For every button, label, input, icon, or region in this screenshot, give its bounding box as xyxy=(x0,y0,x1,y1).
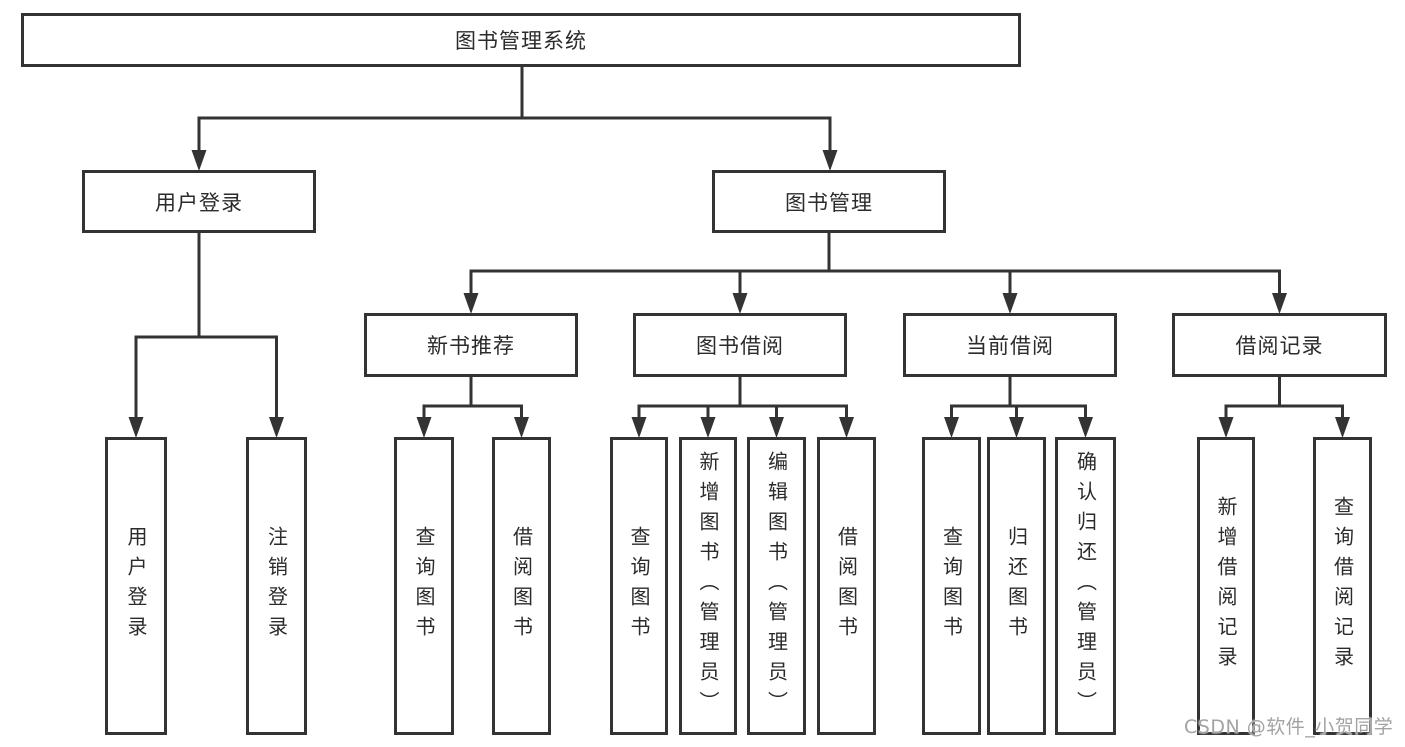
node-library-management-system: 图书管理系统 xyxy=(21,13,1021,67)
leaf-label: 查询图书 xyxy=(627,526,651,646)
leaf-query-borrow-record: 查询借阅记录 xyxy=(1313,437,1372,735)
leaf-borrow-books-borrowing: 借阅图书 xyxy=(817,437,876,735)
arrowhead xyxy=(944,417,959,438)
leaf-label: 确认归还（管理员） xyxy=(1073,451,1098,721)
arrowhead xyxy=(839,417,854,438)
node-new-book-recommendation: 新书推荐 xyxy=(364,313,578,377)
node-label: 图书管理系统 xyxy=(455,29,587,53)
arrowhead xyxy=(700,417,716,438)
node-borrowing-records: 借阅记录 xyxy=(1172,313,1387,377)
arrowhead xyxy=(1002,293,1018,314)
arrowhead xyxy=(769,417,784,438)
arrowhead xyxy=(514,417,529,438)
arrowhead xyxy=(128,417,144,438)
node-label: 新书推荐 xyxy=(427,334,515,358)
connector-book-management-children xyxy=(463,233,1287,314)
arrowhead xyxy=(1335,417,1350,438)
arrowhead xyxy=(269,417,284,438)
leaf-label: 注销登录 xyxy=(264,526,289,646)
node-current-borrowing: 当前借阅 xyxy=(903,313,1117,377)
arrowhead xyxy=(631,417,647,438)
leaf-borrow-books-recommendation: 借阅图书 xyxy=(492,437,551,735)
leaf-label: 新增借阅记录 xyxy=(1214,496,1238,676)
leaf-return-books: 归还图书 xyxy=(987,437,1046,735)
arrowhead xyxy=(1218,417,1234,438)
arrowhead xyxy=(191,150,207,171)
node-label: 图书借阅 xyxy=(696,334,784,358)
node-book-borrowing: 图书借阅 xyxy=(633,313,847,377)
arrowhead xyxy=(822,150,838,171)
connector-book-borrowing-children xyxy=(631,377,854,438)
connector-new-book-children xyxy=(416,377,529,438)
node-book-management: 图书管理 xyxy=(712,170,946,233)
leaf-user-login: 用户登录 xyxy=(105,437,167,735)
leaf-label: 借阅图书 xyxy=(834,526,859,646)
watermark: CSDN @软件_小贺同学 xyxy=(1184,716,1394,738)
arrowhead xyxy=(463,293,479,314)
leaf-label: 归还图书 xyxy=(1004,526,1029,646)
leaf-label: 用户登录 xyxy=(124,526,148,646)
leaf-query-books-recommendation: 查询图书 xyxy=(394,437,454,735)
connector-root-to-level2 xyxy=(191,67,838,171)
leaf-edit-books-admin: 编辑图书（管理员） xyxy=(747,437,806,735)
connector-user-login-children xyxy=(128,233,284,438)
connector-current-borrowing-children xyxy=(944,377,1093,438)
leaf-add-books-admin: 新增图书（管理员） xyxy=(679,437,737,735)
node-label: 借阅记录 xyxy=(1235,334,1324,358)
leaf-add-borrow-record: 新增借阅记录 xyxy=(1197,437,1255,735)
node-user-login: 用户登录 xyxy=(82,170,316,233)
arrowhead xyxy=(1078,417,1093,438)
node-label: 用户登录 xyxy=(155,190,243,215)
leaf-label: 查询图书 xyxy=(939,526,964,646)
node-label: 当前借阅 xyxy=(966,334,1054,358)
leaf-query-books-borrowing: 查询图书 xyxy=(610,437,668,735)
leaf-label: 编辑图书（管理员） xyxy=(764,451,789,721)
connector-borrowing-records-children xyxy=(1218,377,1350,438)
leaf-label: 借阅图书 xyxy=(509,526,534,646)
arrowhead xyxy=(1009,417,1024,438)
leaf-label: 新增图书（管理员） xyxy=(696,451,720,721)
arrowhead xyxy=(732,293,748,314)
leaf-logout-login: 注销登录 xyxy=(246,437,307,735)
leaf-label: 查询借阅记录 xyxy=(1330,496,1355,676)
node-label: 图书管理 xyxy=(785,190,873,215)
leaf-confirm-return-admin: 确认归还（管理员） xyxy=(1055,437,1116,735)
leaf-query-books-current: 查询图书 xyxy=(922,437,981,735)
leaf-label: 查询图书 xyxy=(412,526,436,646)
arrowhead xyxy=(416,417,432,438)
arrowhead xyxy=(1272,293,1287,314)
